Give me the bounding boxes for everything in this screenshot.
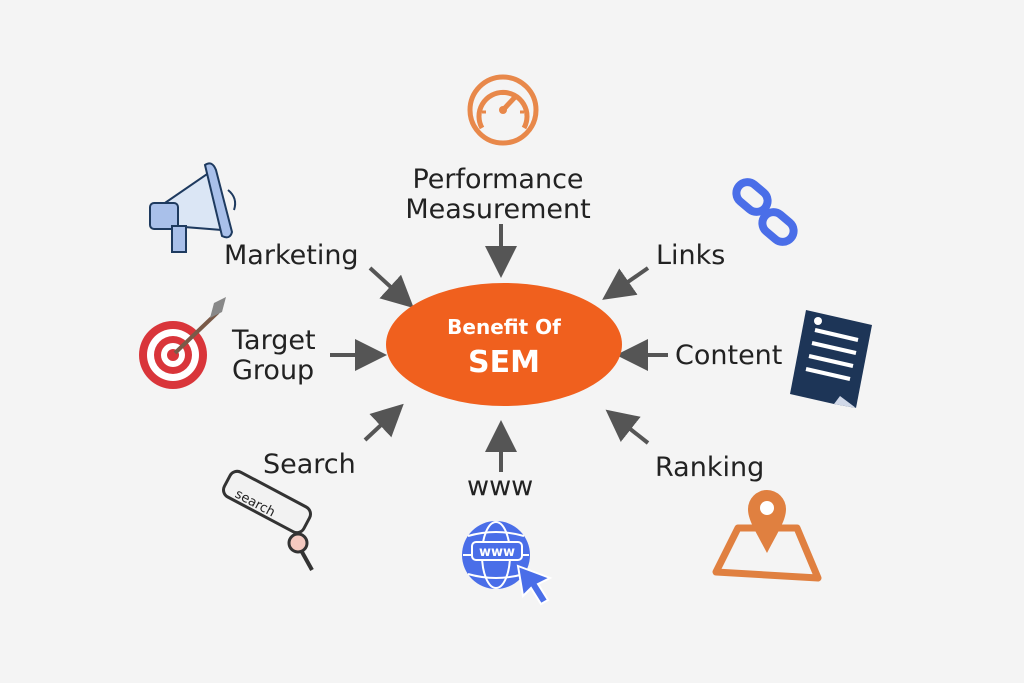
www-label: www (467, 471, 534, 502)
performance-label-line1: Performance (412, 164, 584, 195)
performance-label: Performance Measurement (398, 165, 598, 225)
marketing-label: Marketing (224, 240, 359, 271)
center-hub: Benefit Of SEM (386, 283, 622, 406)
target-group-label: Target Group (232, 326, 316, 386)
arrow-links (602, 266, 650, 300)
performance-label-line2: Measurement (405, 194, 591, 225)
arrow-search (363, 403, 404, 442)
target-group-line2: Group (232, 355, 315, 386)
ranking-label: Ranking (655, 452, 765, 483)
content-label: Content (675, 340, 783, 371)
arrow-ranking (605, 409, 650, 445)
search-label: Search (263, 449, 356, 480)
hub-title-line2: SEM (468, 345, 540, 380)
links-label: Links (656, 240, 726, 271)
hub-title-line1: Benefit Of (447, 315, 561, 339)
target-group-line1: Target (232, 325, 316, 356)
arrow-marketing (368, 266, 414, 309)
